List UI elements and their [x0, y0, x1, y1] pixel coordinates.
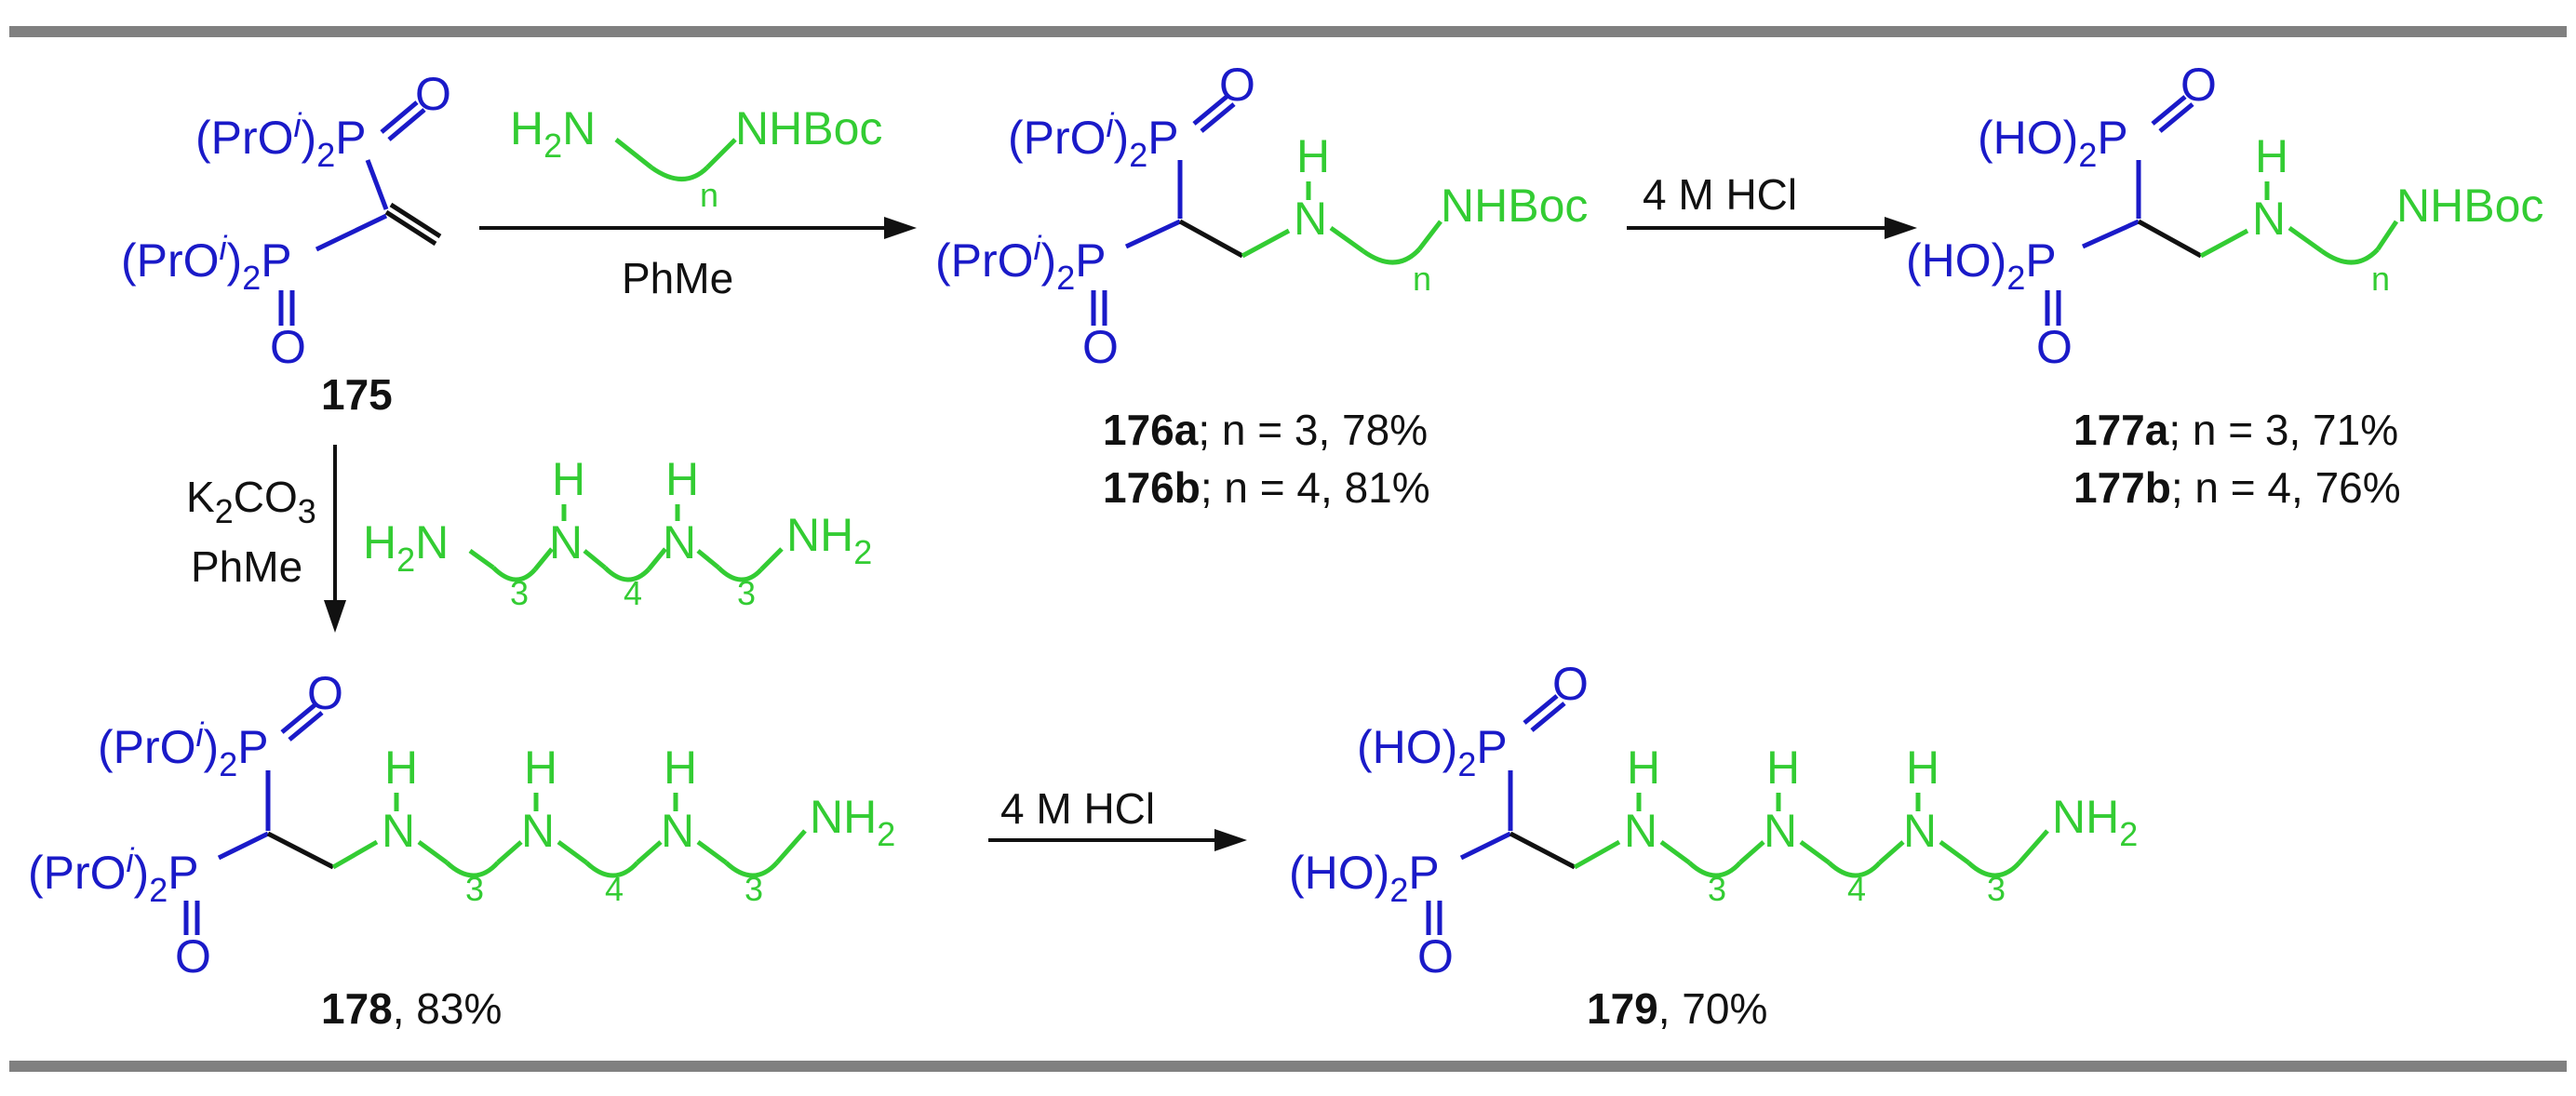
c178-upper-oxo: O [307, 667, 343, 719]
svg-text:N: N [521, 805, 555, 857]
compound-179: (HO)2P O (HO)2P O [1289, 658, 1589, 982]
c179-upper-acid: (HO)2P [1357, 721, 1508, 783]
c177-lower-oxo: O [2036, 321, 2073, 373]
c177-h: H [2255, 130, 2288, 182]
c178-lower-ester: (PrOi)2P [28, 841, 199, 909]
svg-text:H: H [665, 453, 699, 505]
c177-upper-acid: (HO)2P [1978, 112, 2128, 174]
svg-text:3: 3 [465, 870, 484, 908]
compound-178: (PrOi)2P O (PrOi)2P O [28, 667, 343, 982]
reagent1-nhboc: NHBoc [735, 102, 882, 154]
reagent-spermine: H2N 3 N H 4 N H 3 NH2 [363, 453, 872, 612]
svg-text:4: 4 [1847, 870, 1866, 908]
c176-nhboc: NHBoc [1441, 180, 1588, 232]
label-179: 179, 70% [1587, 984, 1767, 1033]
svg-text:N: N [1624, 805, 1657, 857]
c176-lower-ester: (PrOi)2P [935, 229, 1107, 297]
label-177a: 177a; n = 3, 71% [2073, 406, 2398, 454]
reagent1-h2n: H2N [510, 102, 596, 165]
c175-upper-ester: (PrOi)2P [195, 106, 367, 174]
svg-text:H: H [1906, 742, 1939, 794]
svg-text:N: N [1764, 805, 1797, 857]
step3-solvent: PhMe [191, 542, 302, 591]
compound-176: (PrOi)2P O (PrOi)2P O [935, 59, 1255, 373]
svg-text:3: 3 [737, 574, 756, 612]
label-177b: 177b; n = 4, 76% [2073, 463, 2401, 512]
c177-n: N [2252, 193, 2286, 245]
c176-upper-oxo: O [1219, 59, 1255, 111]
c179-lower-oxo: O [1417, 930, 1454, 982]
spermine-nh2: NH2 [786, 509, 872, 571]
c179-lower-acid: (HO)2P [1289, 847, 1440, 909]
c176-n-sub: n [1413, 260, 1431, 298]
svg-text:N: N [1903, 805, 1937, 857]
spermine-n2: N [663, 516, 696, 568]
c177-amine-chain: N H NHBoc n [2199, 130, 2543, 298]
c178-upper-ester: (PrOi)2P [98, 715, 269, 783]
svg-text:N: N [661, 805, 694, 857]
step1-solvent: PhMe [622, 254, 733, 302]
compound-175: (PrOi)2P O (PrOi)2P O [121, 68, 451, 373]
c176-lower-oxo: O [1082, 321, 1119, 373]
c176-upper-ester: (PrOi)2P [1008, 106, 1179, 174]
svg-text:H: H [1766, 742, 1800, 794]
reagent1-n: n [700, 176, 718, 214]
label-176a: 176a; n = 3, 78% [1103, 406, 1428, 454]
label-175: 175 [321, 370, 393, 419]
c177-n-sub: n [2371, 260, 2390, 298]
bottom-rule [9, 1061, 2567, 1072]
svg-text:3: 3 [510, 574, 529, 612]
c179-upper-oxo: O [1552, 658, 1589, 710]
c178-nh2: NH2 [810, 791, 895, 853]
step2-acid: 4 M HCl [1643, 170, 1797, 219]
spermine-h2n: H2N [363, 516, 449, 579]
c176-h: H [1296, 130, 1330, 182]
svg-text:4: 4 [624, 574, 642, 612]
step3-base: K2CO3 [186, 473, 316, 530]
svg-text:H: H [384, 742, 418, 794]
label-178: 178, 83% [321, 984, 502, 1033]
c178-lower-oxo: O [175, 930, 211, 982]
compound-177: (HO)2P O (HO)2P O [1906, 59, 2217, 373]
c176-amine-chain: N H NHBoc n [1241, 130, 1588, 298]
svg-text:H: H [1627, 742, 1660, 794]
spermine-n1: N [549, 516, 583, 568]
label-176b: 176b; n = 4, 81% [1103, 463, 1430, 512]
svg-text:3: 3 [1708, 870, 1726, 908]
c175-lower-ester: (PrOi)2P [121, 229, 292, 297]
svg-text:H: H [524, 742, 557, 794]
svg-text:4: 4 [605, 870, 624, 908]
c178-polyamine-chain: N H 3 N H 4 N H 3 NH2 [331, 742, 895, 908]
c177-upper-oxo: O [2180, 59, 2217, 111]
svg-text:3: 3 [1987, 870, 2006, 908]
reagent-boc-diamine: H2N NHBoc n [510, 102, 882, 214]
c175-lower-oxo: O [270, 321, 306, 373]
svg-text:H: H [664, 742, 697, 794]
c177-lower-acid: (HO)2P [1906, 234, 2057, 297]
top-rule [9, 26, 2567, 37]
svg-text:N: N [382, 805, 415, 857]
svg-text:H: H [552, 453, 585, 505]
c179-polyamine-chain: N H 3 N H 4 N H 3 NH2 [1573, 742, 2138, 908]
c176-n: N [1294, 193, 1327, 245]
step4-acid: 4 M HCl [1000, 784, 1155, 833]
c179-nh2: NH2 [2052, 791, 2138, 853]
c177-nhboc: NHBoc [2396, 180, 2543, 232]
svg-text:3: 3 [745, 870, 763, 908]
